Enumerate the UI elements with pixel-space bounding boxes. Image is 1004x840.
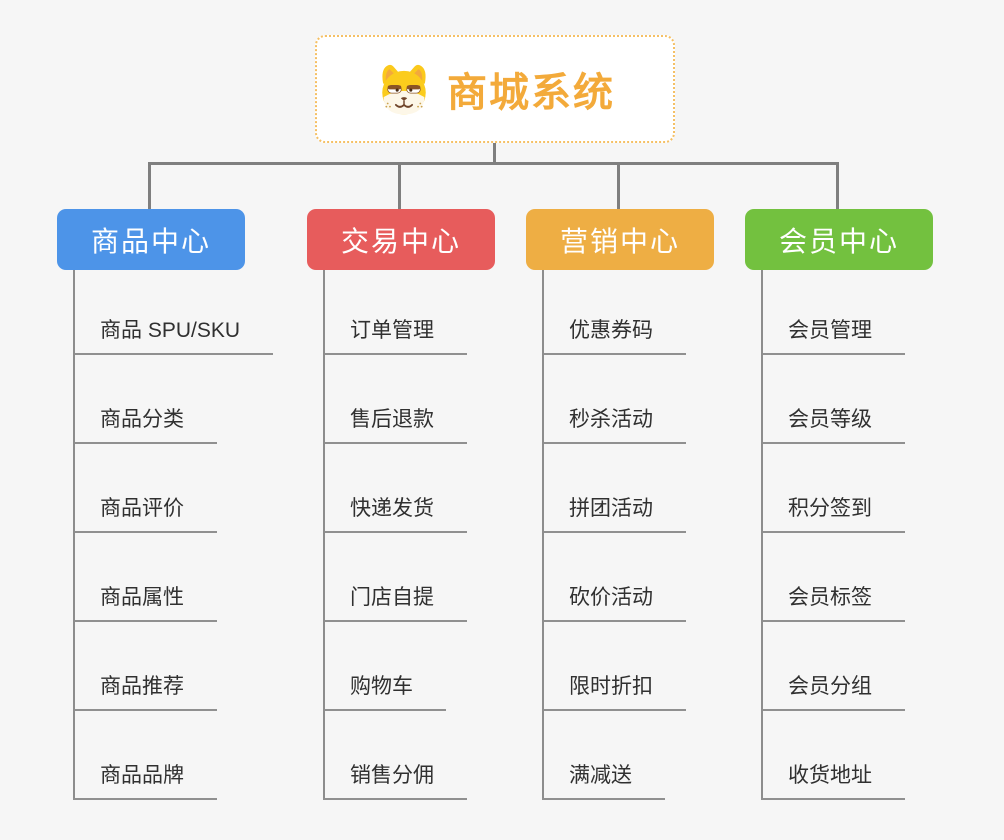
leaf-label[interactable]: 门店自提 [323,581,467,622]
leaf-node[interactable]: 秒杀活动 [526,355,778,444]
branch-node-product-center[interactable]: 商品中心 [57,209,245,270]
leaf-node[interactable]: 优惠券码 [526,270,778,355]
branch-spine [761,270,763,798]
leaf-node[interactable]: 积分签到 [745,444,997,533]
branch-column-product: 商品中心 商品 SPU/SKU 商品分类 商品评价 商品属性 商品推荐 商品品牌 [57,209,309,800]
leaf-label[interactable]: 商品分类 [73,403,217,444]
branch-node-marketing-center[interactable]: 营销中心 [526,209,714,270]
leaf-node[interactable]: 售后退款 [307,355,559,444]
leaf-node[interactable]: 门店自提 [307,533,559,622]
leaf-list-member: 会员管理 会员等级 积分签到 会员标签 会员分组 收货地址 [745,270,997,800]
leaf-node[interactable]: 购物车 [307,622,559,711]
leaf-node[interactable]: 满减送 [526,711,778,800]
leaf-node[interactable]: 拼团活动 [526,444,778,533]
root-title: 商城系统 [447,71,615,115]
leaf-list-marketing: 优惠券码 秒杀活动 拼团活动 砍价活动 限时折扣 满减送 [526,270,778,800]
leaf-list-trade: 订单管理 售后退款 快递发货 门店自提 购物车 销售分佣 [307,270,559,800]
leaf-label[interactable]: 会员分组 [761,670,905,711]
branch-node-member-center[interactable]: 会员中心 [745,209,933,270]
leaf-label[interactable]: 收货地址 [761,759,905,800]
leaf-label[interactable]: 会员等级 [761,403,905,444]
leaf-list-product: 商品 SPU/SKU 商品分类 商品评价 商品属性 商品推荐 商品品牌 [57,270,309,800]
leaf-node[interactable]: 商品品牌 [57,711,309,800]
leaf-node[interactable]: 商品推荐 [57,622,309,711]
connector-drop-member [836,162,839,210]
leaf-node[interactable]: 商品评价 [57,444,309,533]
leaf-label[interactable]: 销售分佣 [323,759,467,800]
leaf-node[interactable]: 商品 SPU/SKU [57,270,309,355]
leaf-label[interactable]: 购物车 [323,670,446,711]
leaf-label[interactable]: 拼团活动 [542,492,686,533]
leaf-node[interactable]: 商品分类 [57,355,309,444]
branch-column-marketing: 营销中心 优惠券码 秒杀活动 拼团活动 砍价活动 限时折扣 满减送 [526,209,778,800]
leaf-label[interactable]: 砍价活动 [542,581,686,622]
leaf-node[interactable]: 商品属性 [57,533,309,622]
leaf-node[interactable]: 收货地址 [745,711,997,800]
leaf-node[interactable]: 会员标签 [745,533,997,622]
leaf-node[interactable]: 会员管理 [745,270,997,355]
leaf-label[interactable]: 秒杀活动 [542,403,686,444]
connector-root-drop [493,142,496,164]
leaf-node[interactable]: 销售分佣 [307,711,559,800]
leaf-label[interactable]: 商品推荐 [73,670,217,711]
leaf-node[interactable]: 砍价活动 [526,533,778,622]
branch-column-member: 会员中心 会员管理 会员等级 积分签到 会员标签 会员分组 收货地址 [745,209,997,800]
leaf-label[interactable]: 会员管理 [761,314,905,355]
leaf-label[interactable]: 快递发货 [323,492,467,533]
leaf-label[interactable]: 商品属性 [73,581,217,622]
connector-drop-trade [398,162,401,210]
leaf-node[interactable]: 快递发货 [307,444,559,533]
leaf-label[interactable]: 会员标签 [761,581,905,622]
leaf-label[interactable]: 商品品牌 [73,759,217,800]
connector-drop-product [148,162,151,210]
leaf-label[interactable]: 优惠券码 [542,314,686,355]
branch-spine [323,270,325,798]
leaf-label[interactable]: 售后退款 [323,403,467,444]
leaf-node[interactable]: 限时折扣 [526,622,778,711]
connector-drop-marketing [617,162,620,210]
leaf-node[interactable]: 订单管理 [307,270,559,355]
leaf-label[interactable]: 满减送 [542,759,665,800]
shiba-dog-icon [382,64,426,115]
branch-spine [542,270,544,798]
leaf-label[interactable]: 商品 SPU/SKU [73,314,274,355]
leaf-label[interactable]: 限时折扣 [542,670,686,711]
leaf-label[interactable]: 积分签到 [761,492,905,533]
leaf-label[interactable]: 订单管理 [323,314,467,355]
branch-column-trade: 交易中心 订单管理 售后退款 快递发货 门店自提 购物车 销售分佣 [307,209,559,800]
leaf-label[interactable]: 商品评价 [73,492,217,533]
leaf-node[interactable]: 会员等级 [745,355,997,444]
connector-bus [148,162,839,165]
root-node[interactable]: 商城系统 [315,35,675,143]
branch-node-trade-center[interactable]: 交易中心 [307,209,495,270]
leaf-node[interactable]: 会员分组 [745,622,997,711]
branch-spine [73,270,75,798]
